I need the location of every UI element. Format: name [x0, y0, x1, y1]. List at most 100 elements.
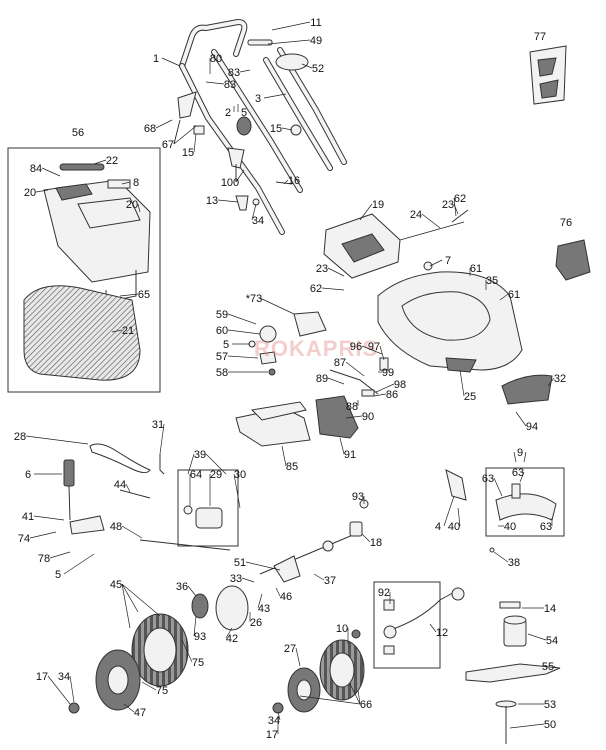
callout-3: 3	[255, 93, 261, 105]
leader-45	[121, 583, 131, 629]
callout-5a: 5	[241, 107, 247, 119]
callout-65: 65	[138, 289, 150, 301]
leader-32	[547, 377, 555, 387]
callout-52: 52	[312, 63, 324, 75]
callout-99: 99	[382, 367, 394, 379]
callout-17b: 17	[266, 729, 278, 741]
callout-15b: 15	[182, 147, 194, 159]
callout-26: 26	[250, 617, 262, 629]
leader-97	[379, 345, 385, 361]
callout-39: 39	[194, 449, 206, 461]
leader-94	[515, 411, 527, 427]
callout-9: 9	[517, 447, 523, 459]
callout-62a: 62	[454, 193, 466, 205]
leader-9	[513, 451, 517, 463]
callout-59: 59	[216, 309, 228, 321]
leader-4	[443, 495, 455, 527]
callout-23b: 23	[316, 263, 328, 275]
callout-25: 25	[464, 391, 476, 403]
leader-52	[301, 63, 313, 69]
front-axle-parts	[383, 587, 465, 655]
leader-66	[357, 689, 361, 705]
leader-lines	[25, 21, 557, 734]
leader-20a	[35, 189, 49, 193]
callout-93b: 93	[194, 631, 206, 643]
leader-78	[49, 551, 71, 559]
rear-shield	[501, 374, 553, 405]
callout-49: 49	[310, 35, 322, 47]
callout-56: 56	[72, 127, 84, 139]
leader-47	[123, 703, 135, 713]
callout-100: 100	[221, 177, 239, 189]
leader-51	[245, 561, 281, 571]
leader-54	[527, 633, 547, 641]
callout-12: 12	[436, 627, 448, 639]
callout-5b: 5	[223, 339, 229, 351]
callout-64: 64	[190, 469, 202, 481]
leader-34a	[251, 203, 257, 221]
leader-84	[41, 167, 61, 177]
leader-24	[421, 213, 441, 229]
callout-97: 97	[368, 341, 380, 353]
grass-catcher-frame	[7, 147, 161, 393]
leader-33	[241, 577, 255, 583]
callout-28: 28	[14, 431, 26, 443]
callout-68: 68	[144, 123, 156, 135]
callout-93a: 93	[352, 491, 364, 503]
callout-36: 36	[176, 581, 188, 593]
leader-34b	[69, 675, 75, 703]
watermark: ROKAPRIS	[254, 336, 378, 361]
leader-11	[271, 21, 311, 31]
leader-34c	[277, 711, 281, 721]
callout-15a: 15	[270, 123, 282, 135]
callout-24: 24	[410, 209, 422, 221]
leader-23a	[453, 203, 459, 215]
front-axle-frame	[373, 581, 441, 669]
manual-box	[529, 45, 567, 105]
leader-15a	[281, 127, 293, 131]
rear-flap	[315, 395, 359, 439]
callout-62b: 62	[310, 283, 322, 295]
mower-deck	[377, 271, 523, 373]
callout-88: 88	[346, 401, 358, 413]
leader-74	[29, 531, 57, 539]
leader-19	[359, 203, 373, 221]
callout-77: 77	[534, 31, 546, 43]
leader-68	[155, 119, 173, 129]
callout-61a: 61	[470, 263, 482, 275]
grass-catcher-top	[43, 163, 151, 283]
callout-44: 44	[114, 479, 126, 491]
leader-43	[257, 593, 263, 609]
callout-63b: 63	[482, 473, 494, 485]
callout-20a: 20	[24, 187, 36, 199]
callout-75b: 75	[156, 685, 168, 697]
leader-22	[93, 159, 107, 165]
callout-91: 91	[344, 449, 356, 461]
callout-86: 86	[386, 389, 398, 401]
gearbox-parts	[63, 454, 231, 551]
leader-16	[283, 179, 289, 185]
callout-80: 80	[210, 53, 222, 65]
leader-66	[349, 683, 361, 705]
leader-28	[25, 435, 89, 445]
callout-46: 46	[280, 591, 292, 603]
leader-100	[235, 169, 245, 183]
callout-11: 11	[310, 17, 321, 29]
callout-83b: 83	[228, 67, 240, 79]
callout-92: 92	[378, 587, 390, 599]
callout-48: 48	[110, 521, 122, 533]
front-wheel-tyre	[319, 639, 365, 701]
leader-67	[173, 119, 181, 145]
callout-27: 27	[284, 643, 296, 655]
side-discharge-plug	[555, 239, 591, 281]
leader-85	[281, 445, 287, 467]
callout-8: 8	[133, 177, 139, 189]
leader-21	[111, 329, 123, 333]
leader-15b	[193, 133, 197, 153]
callout-78: 78	[38, 553, 50, 565]
leader-75a	[181, 639, 193, 663]
callout-87: 87	[334, 357, 346, 369]
rear-axle	[259, 499, 369, 583]
leader-90	[345, 415, 363, 419]
callout-40a: 40	[448, 521, 460, 533]
